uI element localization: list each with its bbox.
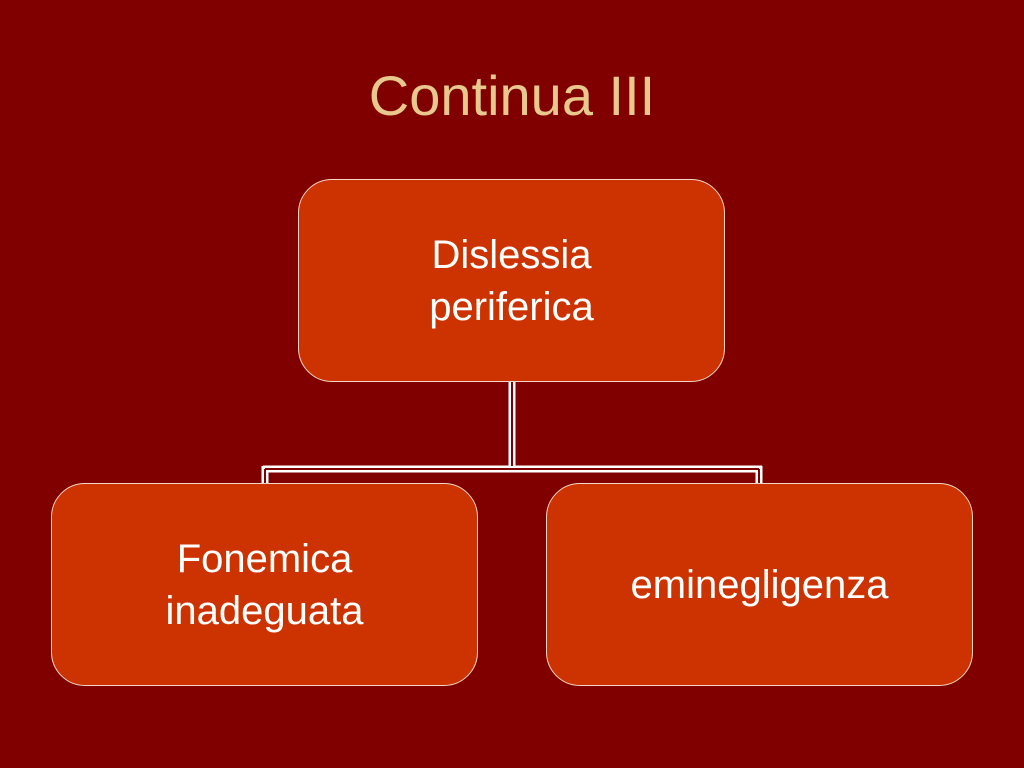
node-root-label: Dislessia periferica — [429, 232, 594, 329]
node-left-label: Fonemica inadeguata — [165, 536, 364, 633]
slide-title: Continua III — [368, 64, 656, 127]
node-fonemica-inadeguata: Fonemica inadeguata — [51, 483, 478, 686]
node-right-label: eminegligenza — [630, 562, 889, 607]
node-eminegligenza: eminegligenza — [546, 483, 973, 686]
node-dislessia-periferica: Dislessia periferica — [298, 179, 725, 382]
